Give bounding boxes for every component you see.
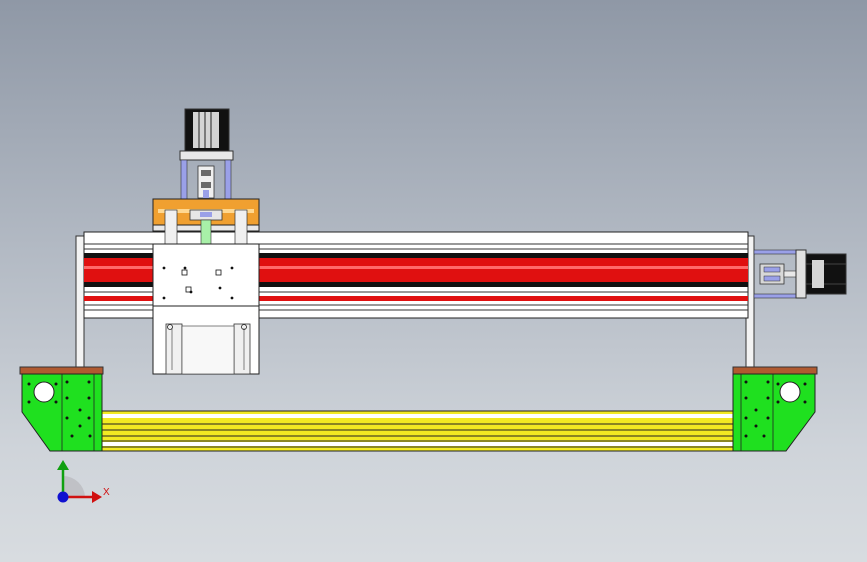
coordinate-triad-icon [57,460,102,503]
base-rail-beam[interactable] [99,410,741,452]
x-axis-stepper-motor[interactable] [753,249,847,299]
z-axis-stepper-motor[interactable] [179,108,234,161]
z-axis-coupler[interactable] [180,159,232,201]
left-support-post [75,235,85,369]
spindle-mount[interactable] [152,305,260,375]
x-axis-label: X [103,487,110,498]
z-axis-carriage-plate[interactable] [152,198,260,245]
carriage-front-plate[interactable] [152,243,260,307]
right-end-plate[interactable] [732,366,818,452]
left-end-plate[interactable] [19,366,104,452]
